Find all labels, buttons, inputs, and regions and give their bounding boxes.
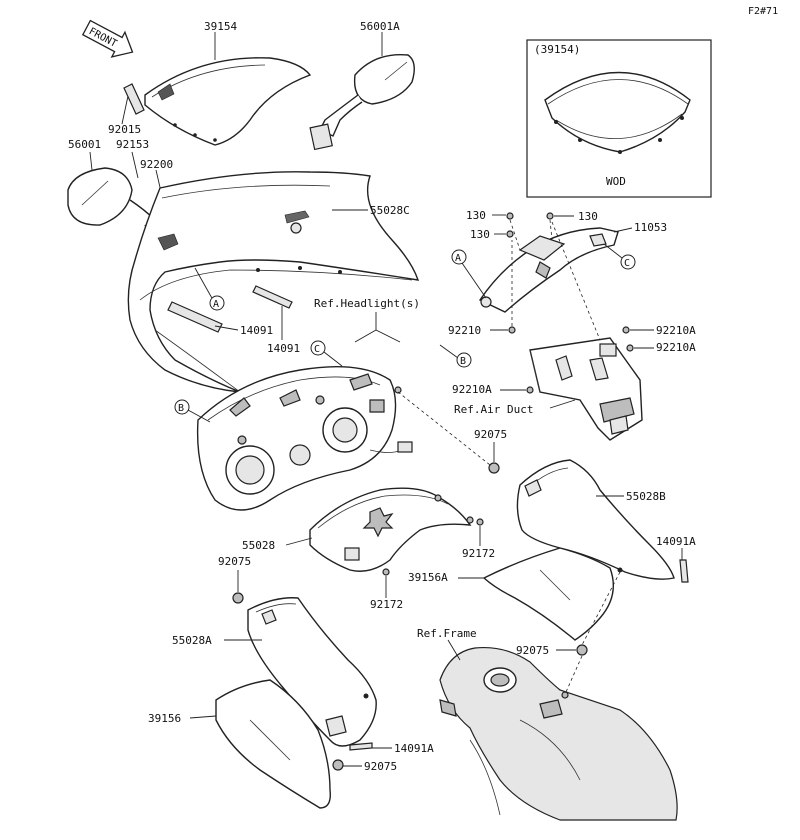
upper-cowl xyxy=(127,171,420,393)
callout-11053: 11053 xyxy=(634,221,667,234)
marker-A2: A xyxy=(455,253,461,264)
callout-92153: 92153 xyxy=(116,138,149,151)
inner-lining-left xyxy=(215,679,331,809)
callout-92210A-a: 92210A xyxy=(656,324,696,337)
callout-55028C: 55028C xyxy=(370,204,410,217)
air-duct xyxy=(529,337,643,441)
callout-92210A-c: 92210A xyxy=(452,383,492,396)
callout-56001A: 56001A xyxy=(360,20,400,33)
ref-air-duct-label: Ref.Air Duct xyxy=(454,403,533,416)
callout-92075-b: 92075 xyxy=(218,555,251,568)
marker-B2: B xyxy=(460,356,466,367)
mirror-right xyxy=(309,53,415,151)
callout-14091A-a: 14091A xyxy=(656,535,696,548)
callout-56001: 56001 xyxy=(68,138,101,151)
callout-92200: 92200 xyxy=(140,158,173,171)
callout-92075-c: 92075 xyxy=(516,644,549,657)
stripe-14091A-right xyxy=(679,559,689,583)
ref-frame-label: Ref.Frame xyxy=(417,627,477,640)
callout-55028: 55028 xyxy=(242,539,275,552)
inset-title: (39154) xyxy=(534,43,580,56)
front-arrow-icon: FRONT xyxy=(81,19,134,58)
callout-55028B: 55028B xyxy=(626,490,666,503)
callout-39156: 39156 xyxy=(148,712,181,725)
callout-14091A-b: 14091A xyxy=(394,742,434,755)
callout-92075-a: 92075 xyxy=(474,428,507,441)
callout-14091-b: 14091 xyxy=(267,342,300,355)
marker-B1: B xyxy=(178,403,184,414)
callout-55028A: 55028A xyxy=(172,634,212,647)
callout-39154: 39154 xyxy=(204,20,237,33)
inner-panel-left xyxy=(247,597,377,747)
marker-C2: C xyxy=(624,258,630,269)
stripe-14091 xyxy=(167,285,293,333)
inset-caption: WOD xyxy=(606,175,626,188)
marker-C1: C xyxy=(314,344,320,355)
inset-windshield-variant: (39154) WOD xyxy=(526,39,712,198)
callout-92210A-b: 92210A xyxy=(656,341,696,354)
frame xyxy=(439,646,678,821)
callout-39156A: 39156A xyxy=(408,571,448,584)
inner-center-cover xyxy=(309,487,474,572)
inner-panel-right xyxy=(516,459,675,580)
bolt-92015 xyxy=(123,83,145,115)
callout-130-b: 130 xyxy=(470,228,490,241)
diagram-code: F2#71 xyxy=(748,6,778,17)
callout-130-a: 130 xyxy=(466,209,486,222)
bracket-11053 xyxy=(478,227,619,313)
callout-92015: 92015 xyxy=(108,123,141,136)
headlight-assembly xyxy=(196,366,413,511)
inner-lining-right xyxy=(482,547,614,641)
ref-headlight-label: Ref.Headlight(s) xyxy=(314,297,420,310)
callout-130-c: 130 xyxy=(578,210,598,223)
windshield xyxy=(144,57,312,146)
callout-92172-b: 92172 xyxy=(370,598,403,611)
callout-14091-a: 14091 xyxy=(240,324,273,337)
callout-92210: 92210 xyxy=(448,324,481,337)
marker-A1: A xyxy=(213,299,219,310)
callout-92172-a: 92172 xyxy=(462,547,495,560)
callout-92075-d: 92075 xyxy=(364,760,397,773)
